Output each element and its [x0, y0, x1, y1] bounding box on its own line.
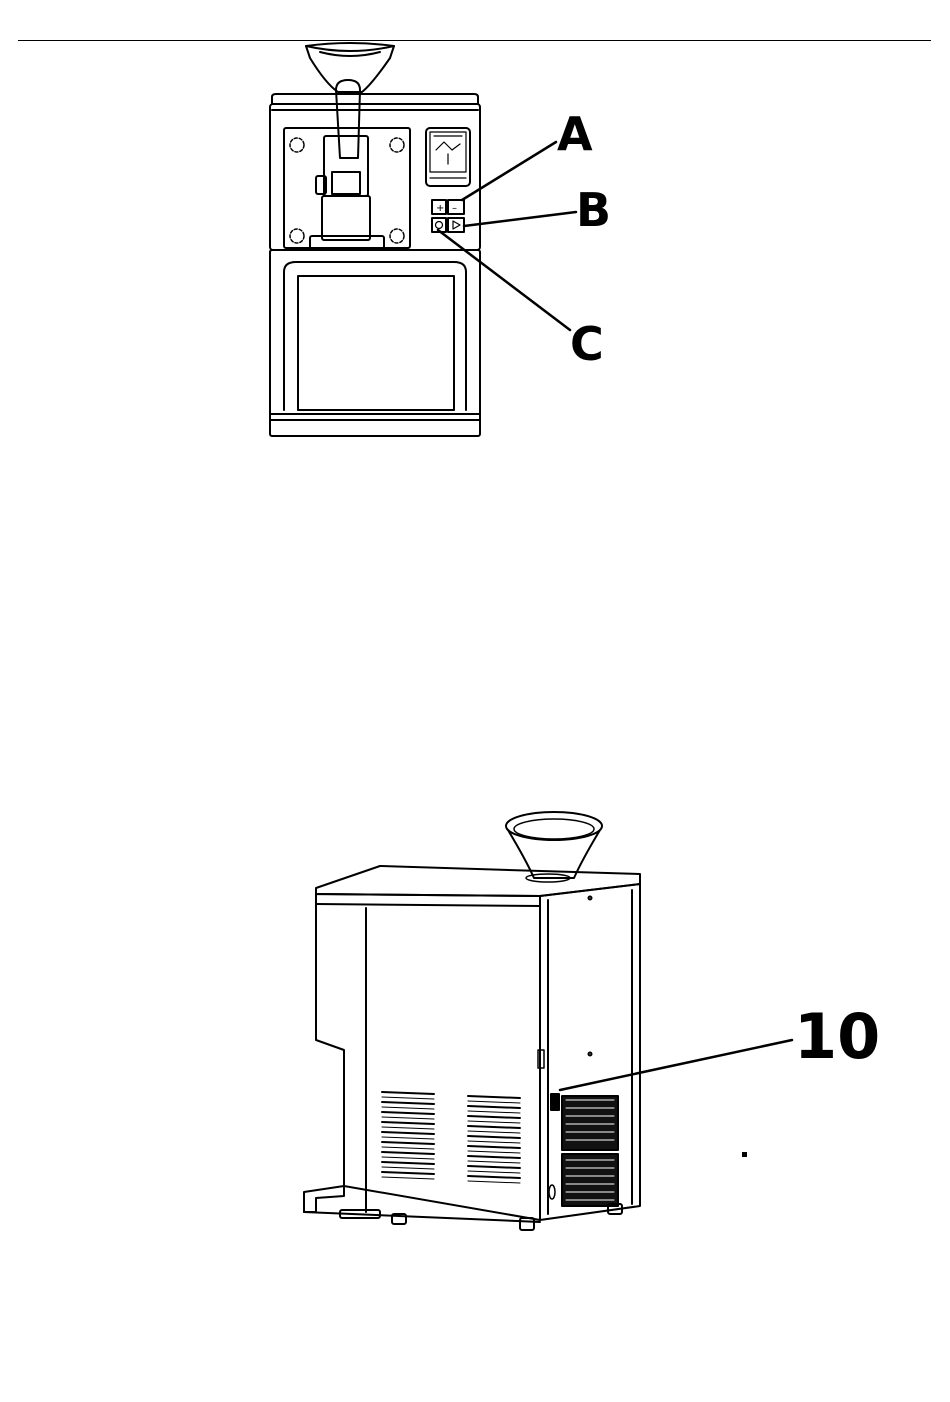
- callout-c: C: [570, 317, 604, 371]
- tray-frame: [284, 262, 466, 410]
- vent-louvers-right: [468, 1096, 520, 1183]
- callout-a: A: [557, 107, 593, 161]
- play-button[interactable]: [448, 218, 464, 232]
- control-buttons: + –: [432, 200, 464, 232]
- leader-line-a: [462, 142, 556, 200]
- stray-dot: [742, 1152, 747, 1157]
- drip-tray-window: [298, 276, 454, 410]
- power-switch[interactable]: [551, 1094, 559, 1110]
- rear-drip-tray: [304, 1186, 344, 1212]
- callout-b: B: [576, 183, 611, 237]
- front-view-figure: + –: [270, 43, 576, 436]
- minus-symbol: –: [452, 203, 457, 214]
- lower-body: [270, 250, 480, 436]
- hopper-funnel: [306, 43, 394, 92]
- dispense-panel: [284, 128, 410, 248]
- callout-10: 10: [794, 1000, 880, 1073]
- top-lid: [272, 94, 478, 104]
- leader-line-10: [560, 1040, 792, 1090]
- plus-symbol: +: [436, 203, 444, 214]
- mount-screw-icons: [290, 138, 404, 243]
- vent-louvers-left: [382, 1092, 434, 1179]
- rear-hopper-funnel: [506, 812, 602, 878]
- play-icon: [453, 221, 460, 229]
- rear-view-figure: [304, 812, 792, 1230]
- tap-lever: [310, 80, 384, 250]
- feet: [340, 1204, 622, 1230]
- display-screen: [426, 128, 470, 186]
- leader-line-c: [438, 230, 570, 330]
- rear-grille: [562, 1096, 618, 1206]
- rear-top-lid: [316, 866, 640, 896]
- cabinet-side: [316, 894, 540, 1220]
- power-icon: [436, 222, 443, 229]
